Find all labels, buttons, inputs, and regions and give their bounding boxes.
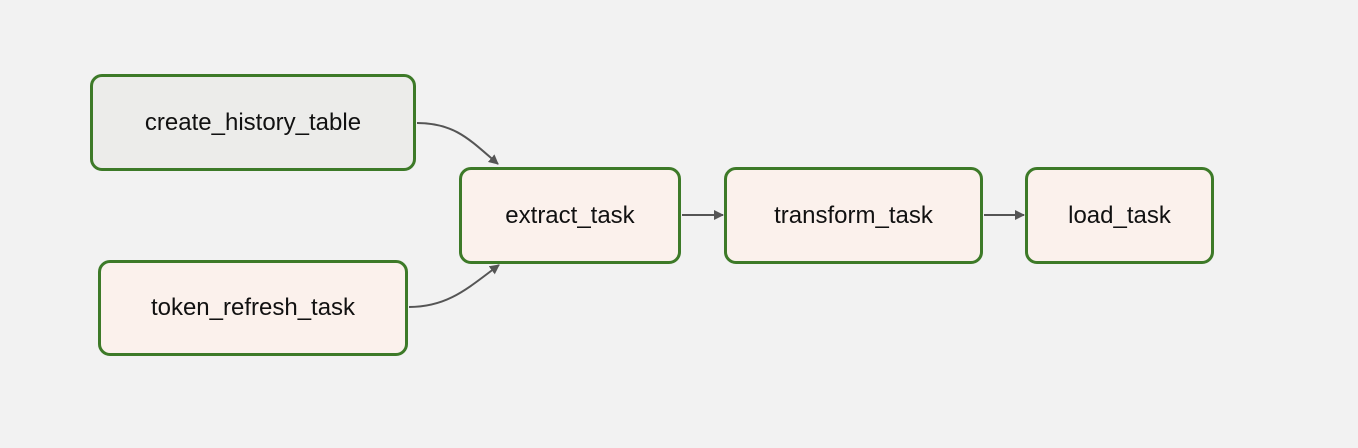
node-create-history-table[interactable]: create_history_table [90,74,416,171]
node-transform-task[interactable]: transform_task [724,167,983,264]
node-label: transform_task [774,201,933,229]
node-label: create_history_table [144,108,362,136]
node-load-task[interactable]: load_task [1025,167,1214,264]
node-token-refresh-task[interactable]: token_refresh_task [98,260,408,356]
node-label: token_refresh_task [150,294,356,321]
edge-token-refresh-task-to-extract-task [408,264,500,308]
node-label: load_task [1068,201,1171,229]
node-label: extract_task [505,201,635,229]
edge-create-history-table-to-extract-task [416,122,499,165]
node-extract-task[interactable]: extract_task [459,167,681,264]
